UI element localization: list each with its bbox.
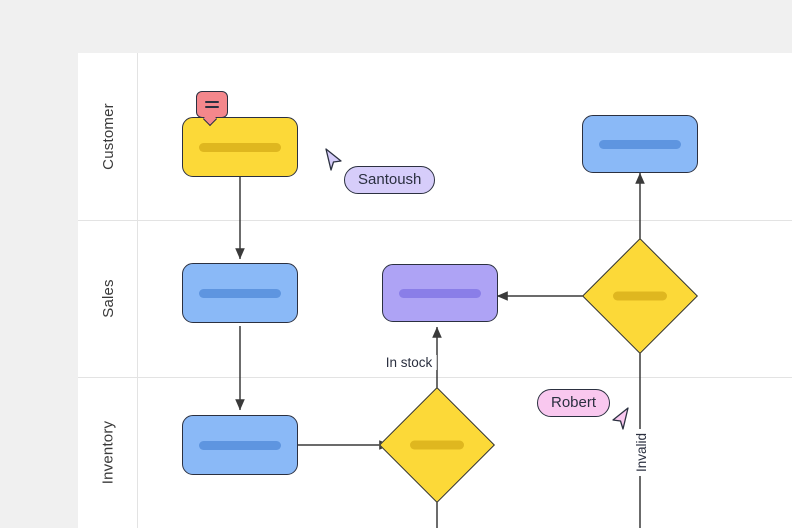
lane-label-sales[interactable]: Sales xyxy=(78,220,138,377)
node-sales-process[interactable] xyxy=(382,264,498,322)
lane-header-column xyxy=(78,53,138,528)
node-inventory-decision[interactable] xyxy=(379,387,495,503)
comment-line-1 xyxy=(205,100,219,103)
node-customer-end[interactable] xyxy=(582,115,698,173)
node-label-bar xyxy=(198,440,282,450)
cursor-pointer-robert xyxy=(612,407,629,430)
cursor-pointer-santoush xyxy=(325,148,342,171)
lane-label-customer[interactable]: Customer xyxy=(78,53,138,220)
lane-divider-sales-inventory xyxy=(78,377,792,378)
node-label-bar xyxy=(598,139,682,149)
node-sales-receive[interactable] xyxy=(182,263,298,323)
lane-divider-customer-sales xyxy=(78,220,792,221)
lane-label-inventory-text: Inventory xyxy=(99,420,117,485)
collaborator-label-robert[interactable]: Robert xyxy=(537,389,611,418)
collaborator-label-santoush[interactable]: Santoush xyxy=(344,166,436,195)
node-label-bar xyxy=(198,142,282,152)
lane-label-customer-text: Customer xyxy=(99,103,117,170)
node-sales-decision[interactable] xyxy=(582,238,698,354)
lane-label-sales-text: Sales xyxy=(99,279,117,318)
node-customer-start[interactable] xyxy=(182,117,298,177)
node-inventory-check[interactable] xyxy=(182,415,298,475)
node-label-bar xyxy=(398,288,482,298)
node-label-bar xyxy=(410,440,464,450)
comment-icon[interactable] xyxy=(196,91,228,118)
diagram-canvas[interactable]: Customer Sales Inventory xyxy=(78,53,792,528)
node-label-bar xyxy=(198,288,282,298)
node-label-bar xyxy=(613,291,667,301)
edge-label-invalid: Invalid xyxy=(634,428,649,476)
edge-label-in-stock: In stock xyxy=(381,355,437,370)
comment-line-2 xyxy=(205,106,219,109)
lane-label-inventory[interactable]: Inventory xyxy=(78,377,138,528)
